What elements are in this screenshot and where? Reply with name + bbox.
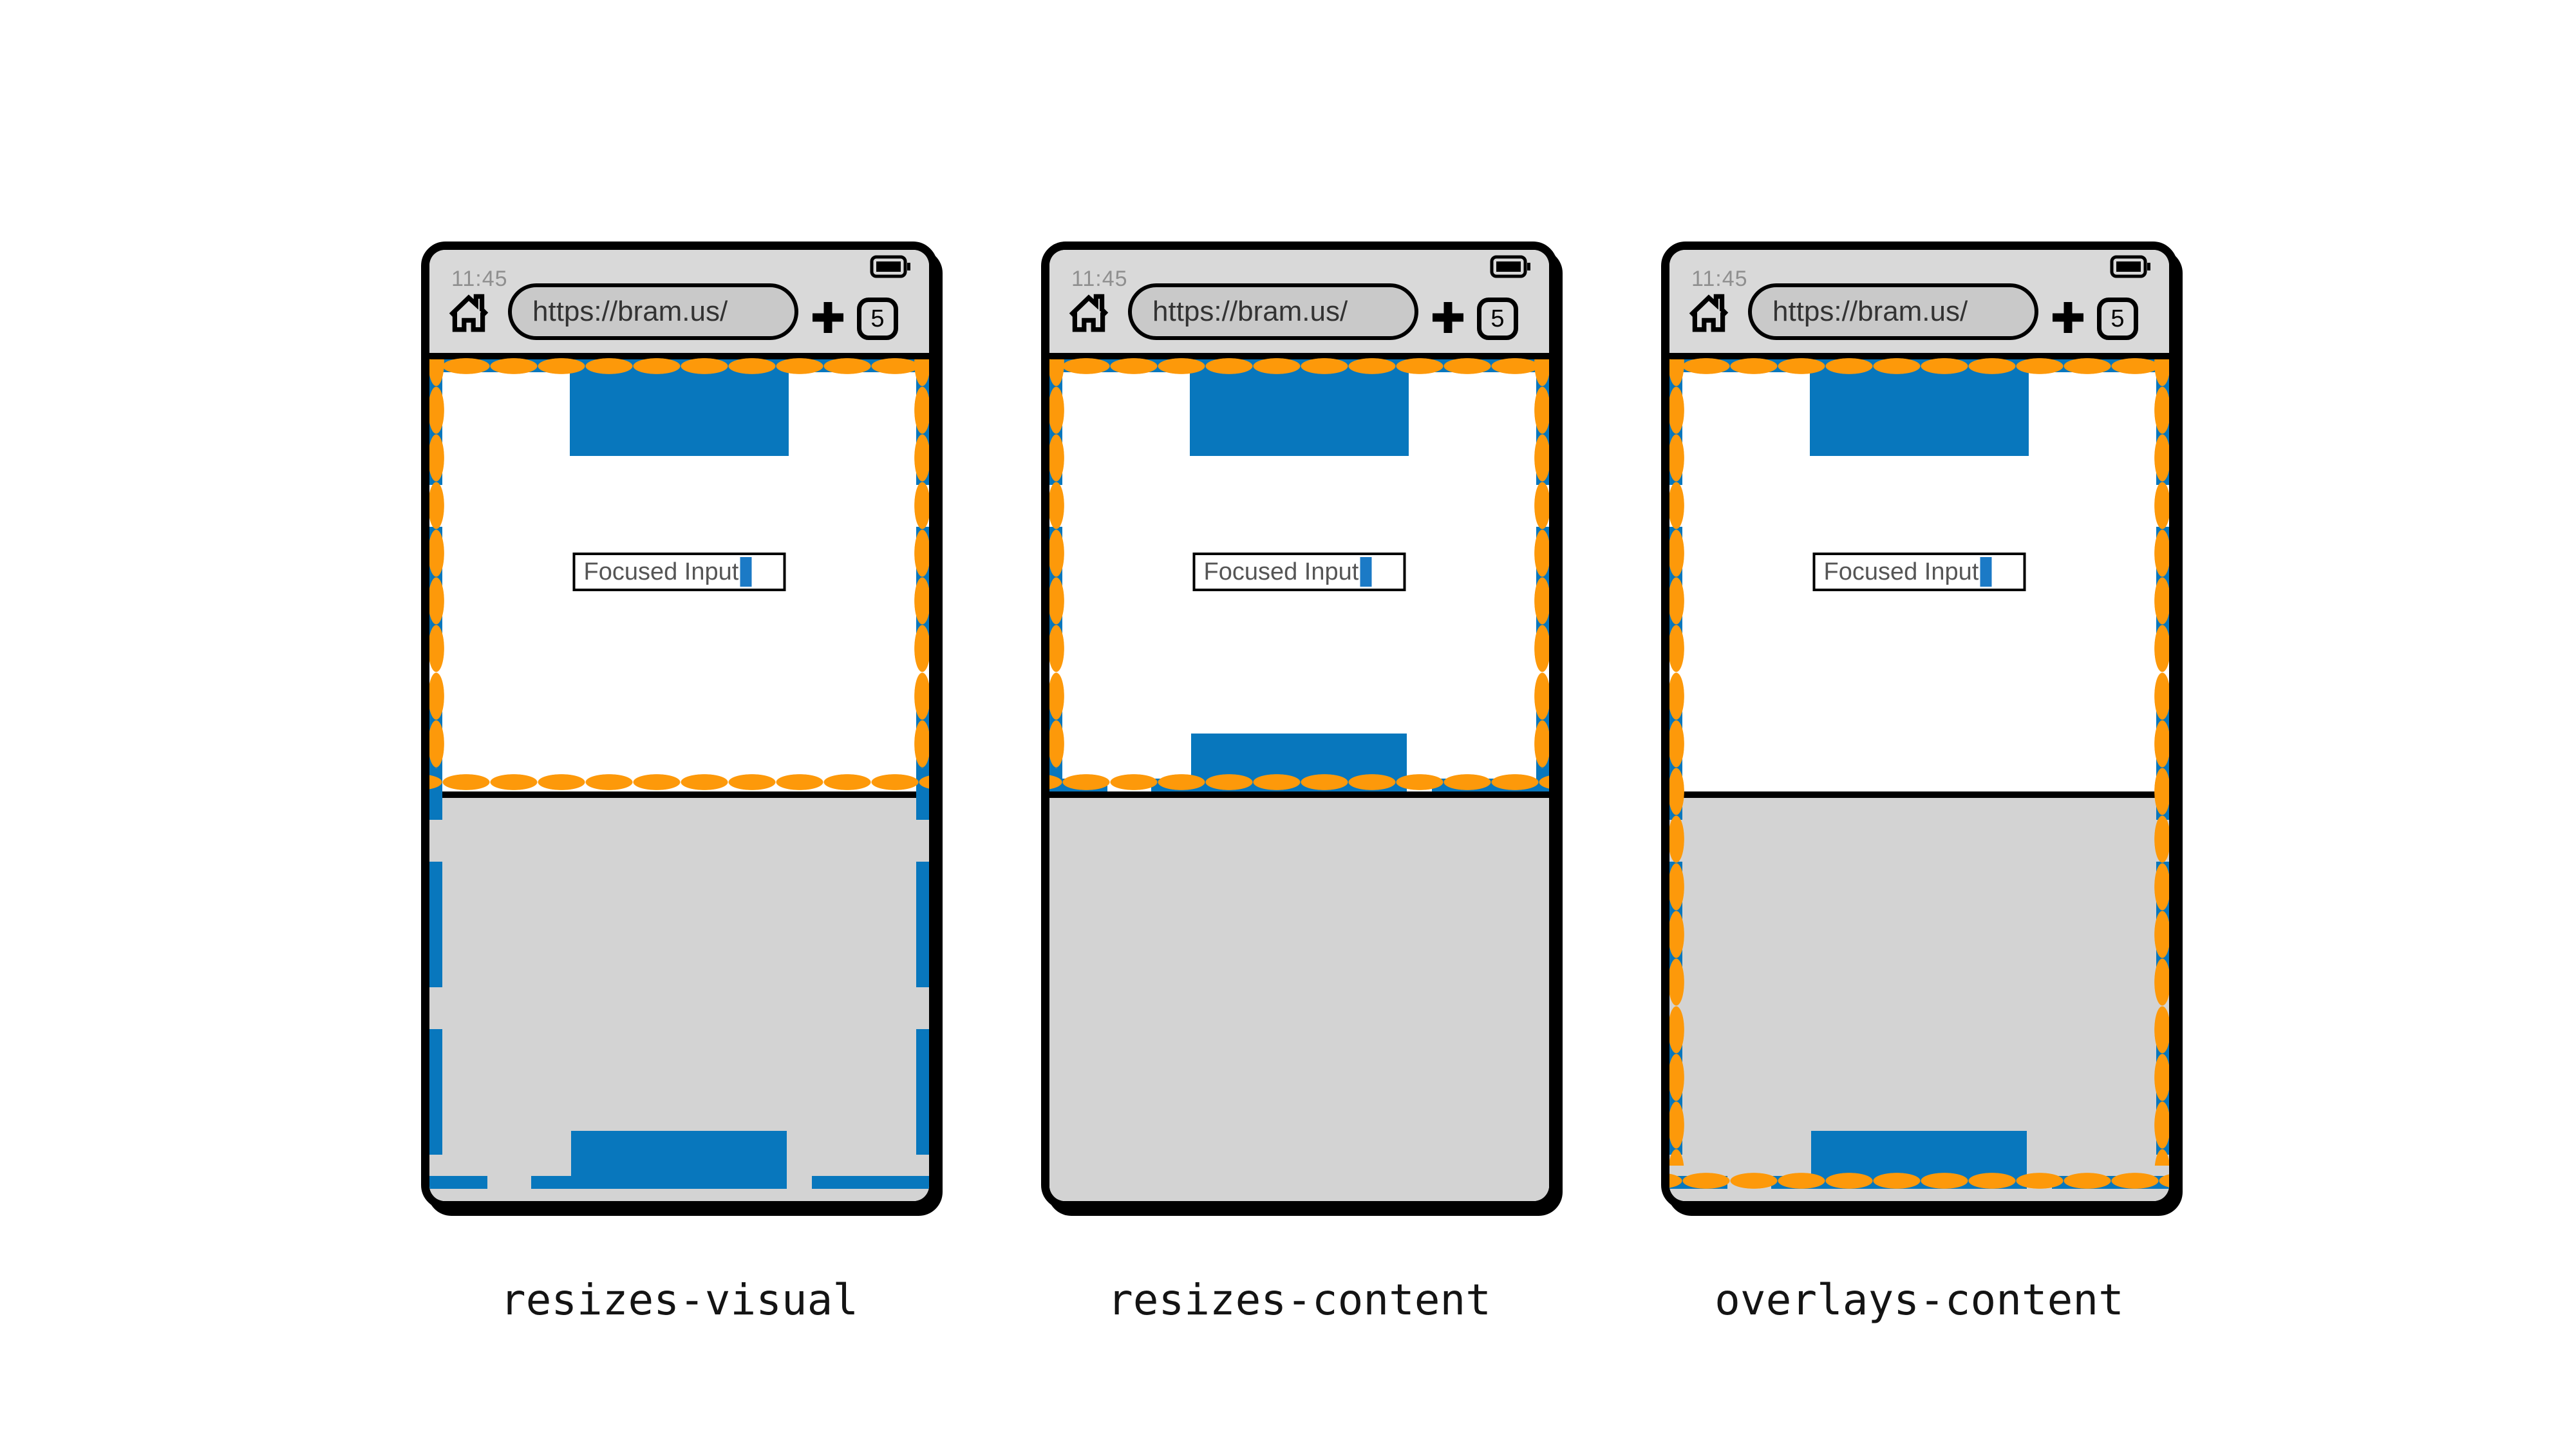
viewport-content: Focused Input	[1669, 358, 2169, 1201]
viewport-content: Focused Input	[1049, 358, 1549, 1201]
phone-screen: 11:45 https://bram.us/ 5	[429, 250, 929, 1201]
visual-viewport-border-bottom	[429, 774, 929, 790]
phone-mockup-resizes-visual: 11:45 https://bram.us/ 5	[421, 242, 937, 1209]
page-edge-bottom	[1049, 779, 1549, 791]
phone-screen: 11:45 https://bram.us/ 5	[1049, 250, 1549, 1201]
focused-input[interactable]: Focused Input	[572, 553, 786, 591]
mode-label: resizes-content	[1107, 1275, 1492, 1325]
status-time: 11:45	[451, 267, 508, 291]
tab-counter[interactable]: 5	[1477, 298, 1518, 340]
page-header-block	[1810, 359, 2029, 456]
visual-viewport-border-top	[1669, 358, 2169, 374]
phone-mockup-overlays-content: 11:45 https://bram.us/ 5	[1661, 242, 2177, 1209]
visual-viewport-border-bottom	[1049, 774, 1549, 790]
page-edge-top	[1678, 359, 2160, 372]
tab-count: 5	[1490, 305, 1505, 332]
input-value: Focused Input	[1203, 558, 1359, 585]
plus-icon[interactable]	[809, 299, 847, 336]
tab-count: 5	[2111, 305, 2125, 332]
tab-counter[interactable]: 5	[857, 298, 898, 340]
visual-viewport-border-right	[914, 359, 929, 768]
chrome-divider	[1049, 353, 1549, 359]
text-caret	[1360, 557, 1372, 587]
status-time: 11:45	[1071, 267, 1128, 291]
focused-input[interactable]: Focused Input	[1812, 553, 2026, 591]
home-icon[interactable]	[1686, 290, 1731, 335]
phone-mockup-resizes-content: 11:45 https://bram.us/ 5	[1041, 242, 1557, 1209]
home-icon[interactable]	[1066, 290, 1111, 335]
url-text: https://bram.us/	[532, 296, 728, 327]
text-caret	[740, 557, 752, 587]
page-edge-left	[1049, 359, 1062, 791]
url-bar[interactable]: https://bram.us/	[1128, 283, 1418, 340]
page-edge-top	[1058, 359, 1540, 372]
virtual-keyboard-area	[1049, 798, 1549, 1201]
page-footer-block	[1191, 734, 1407, 791]
input-value: Focused Input	[583, 558, 739, 585]
page-edge-right	[1536, 359, 1549, 791]
url-bar[interactable]: https://bram.us/	[508, 283, 798, 340]
virtual-keyboard-area	[429, 798, 929, 1201]
url-text: https://bram.us/	[1152, 296, 1348, 327]
text-caret	[1980, 557, 1992, 587]
browser-chrome: 11:45 https://bram.us/ 5	[1049, 250, 1549, 353]
visual-viewport-border-top	[1049, 358, 1549, 374]
home-icon[interactable]	[446, 290, 491, 335]
virtual-keyboard-area	[1669, 798, 2169, 1201]
page-edge-top	[438, 359, 920, 372]
chrome-divider	[1669, 353, 2169, 359]
visual-viewport-border-right	[1534, 359, 1549, 768]
keyboard-top-edge	[429, 791, 929, 798]
tab-counter[interactable]: 5	[2097, 298, 2138, 340]
mode-label: resizes-visual	[500, 1275, 859, 1325]
viewport-content: Focused Input	[429, 358, 929, 1201]
input-value: Focused Input	[1823, 558, 1979, 585]
battery-icon	[870, 255, 912, 278]
plus-icon[interactable]	[1429, 299, 1467, 336]
url-text: https://bram.us/	[1772, 296, 1968, 327]
mode-label: overlays-content	[1715, 1275, 2124, 1325]
status-time: 11:45	[1691, 267, 1748, 291]
page-header-block	[1190, 359, 1409, 456]
battery-icon	[1490, 255, 1532, 278]
battery-icon	[2110, 255, 2152, 278]
browser-chrome: 11:45 https://bram.us/ 5	[429, 250, 929, 353]
visual-viewport-border-left	[429, 359, 444, 768]
visual-viewport-border-top	[429, 358, 929, 374]
chrome-divider	[429, 353, 929, 359]
url-bar[interactable]: https://bram.us/	[1748, 283, 2038, 340]
visual-viewport-border-left	[1049, 359, 1064, 768]
page-header-block	[570, 359, 789, 456]
keyboard-top-edge	[1049, 791, 1549, 798]
focused-input[interactable]: Focused Input	[1192, 553, 1406, 591]
browser-chrome: 11:45 https://bram.us/ 5	[1669, 250, 2169, 353]
plus-icon[interactable]	[2049, 299, 2087, 336]
tab-count: 5	[870, 305, 885, 332]
phone-screen: 11:45 https://bram.us/ 5	[1669, 250, 2169, 1201]
keyboard-top-edge	[1669, 791, 2169, 798]
